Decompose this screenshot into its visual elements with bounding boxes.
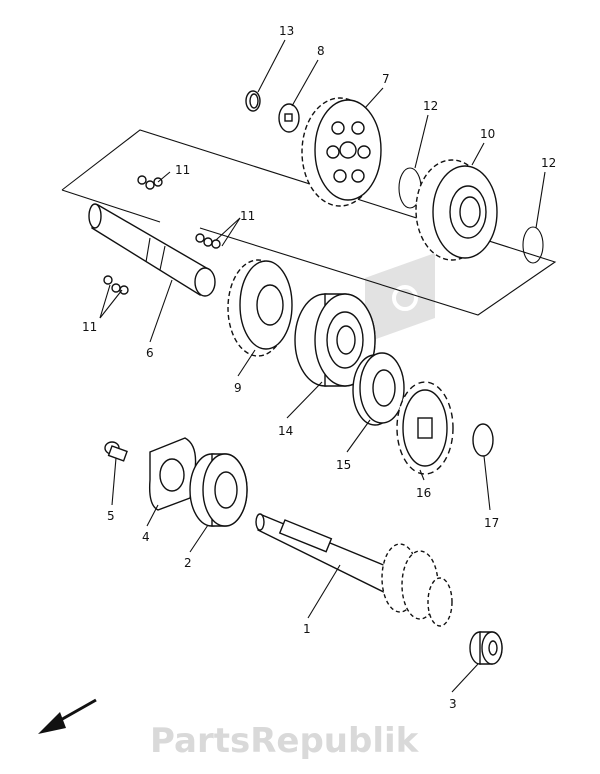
leader-lines xyxy=(99,39,546,693)
part-1-main-shaft[interactable] xyxy=(255,513,453,627)
part-3-collar[interactable] xyxy=(469,631,503,665)
part-13-clip[interactable] xyxy=(245,90,261,112)
part-16-sprocket[interactable] xyxy=(396,381,454,475)
watermark-text: PartsRepublik xyxy=(150,721,420,761)
label-12: 12 xyxy=(423,99,438,113)
label-5: 5 xyxy=(107,509,115,523)
part-6-shaft[interactable] xyxy=(88,203,216,297)
label-6: 6 xyxy=(146,346,154,360)
part-9-gear[interactable] xyxy=(227,259,293,357)
watermark: PartsRepublik xyxy=(150,253,435,761)
gear-logo-icon xyxy=(365,253,435,343)
part-2-bearing[interactable] xyxy=(189,453,248,527)
part-number-labels: 13 8 7 12 10 12 11 11 11 6 9 14 15 16 17… xyxy=(82,24,556,711)
label-10: 10 xyxy=(480,127,495,141)
part-4-plate[interactable] xyxy=(148,437,197,511)
label-8: 8 xyxy=(317,44,325,58)
label-13: 13 xyxy=(279,24,294,38)
label-4: 4 xyxy=(142,530,150,544)
label-11-b: 11 xyxy=(240,209,255,223)
part-8-washer[interactable] xyxy=(278,103,300,133)
front-direction-arrow-icon xyxy=(38,698,97,734)
label-11-c: 11 xyxy=(82,320,97,334)
label-7: 7 xyxy=(382,72,390,86)
part-17-washer[interactable] xyxy=(472,423,494,457)
label-14: 14 xyxy=(278,424,293,438)
label-11-a: 11 xyxy=(175,163,190,177)
label-16: 16 xyxy=(416,486,431,500)
label-3: 3 xyxy=(449,697,457,711)
part-10-gear[interactable] xyxy=(415,159,498,261)
part-7-gear[interactable] xyxy=(301,97,382,207)
part-5-bolt[interactable] xyxy=(104,441,128,462)
label-2: 2 xyxy=(184,556,192,570)
label-12-b: 12 xyxy=(541,156,556,170)
label-15: 15 xyxy=(336,458,351,472)
part-15-seal[interactable] xyxy=(352,352,405,426)
label-9: 9 xyxy=(234,381,242,395)
label-1: 1 xyxy=(303,622,311,636)
part-12-circlip-2[interactable] xyxy=(522,226,544,264)
label-17: 17 xyxy=(484,516,499,530)
subassembly-outline xyxy=(61,129,557,316)
